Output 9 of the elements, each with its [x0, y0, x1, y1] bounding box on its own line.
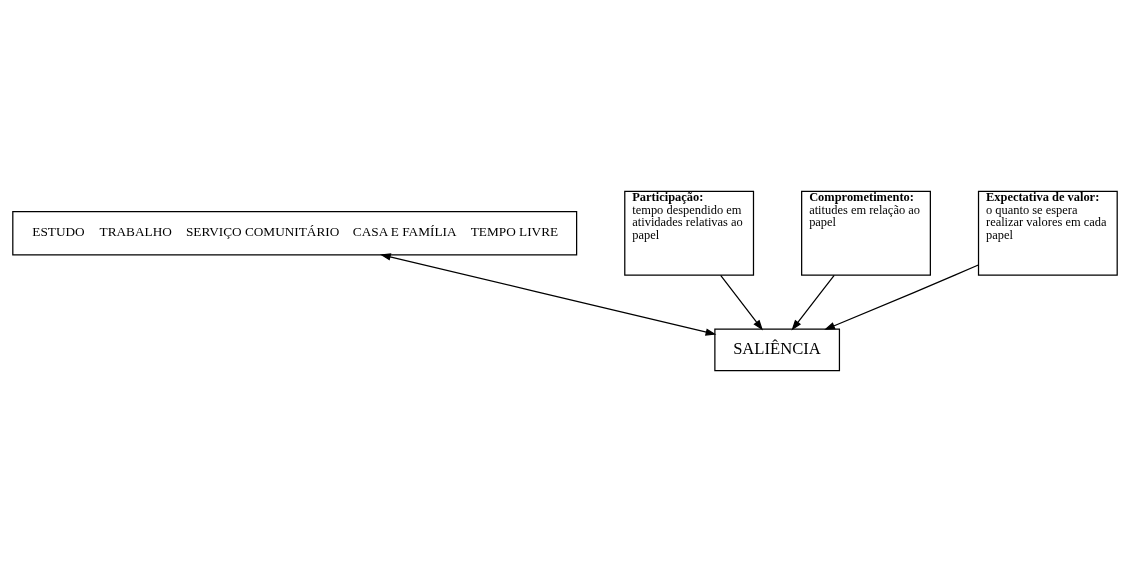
- node-box: SALIÊNCIA: [714, 328, 841, 372]
- arrow: [379, 253, 717, 336]
- arrow: [720, 274, 763, 331]
- node-box: Participação: tempo despendido em atividades relativas ao papel: [624, 190, 755, 276]
- arrow: [791, 274, 835, 331]
- arrow: [824, 264, 979, 330]
- node-box: Expectativa de valor: o quanto se espera realizar valores em cada papel: [977, 190, 1118, 276]
- node-box: ESTUDO TRABALHO SERVIÇO COMUNITÁRIO CASA E FAMÍLIA TEMPO LIVRE: [12, 211, 578, 256]
- node-box: Comprometimento: atitudes em relação ao papel: [801, 190, 931, 276]
